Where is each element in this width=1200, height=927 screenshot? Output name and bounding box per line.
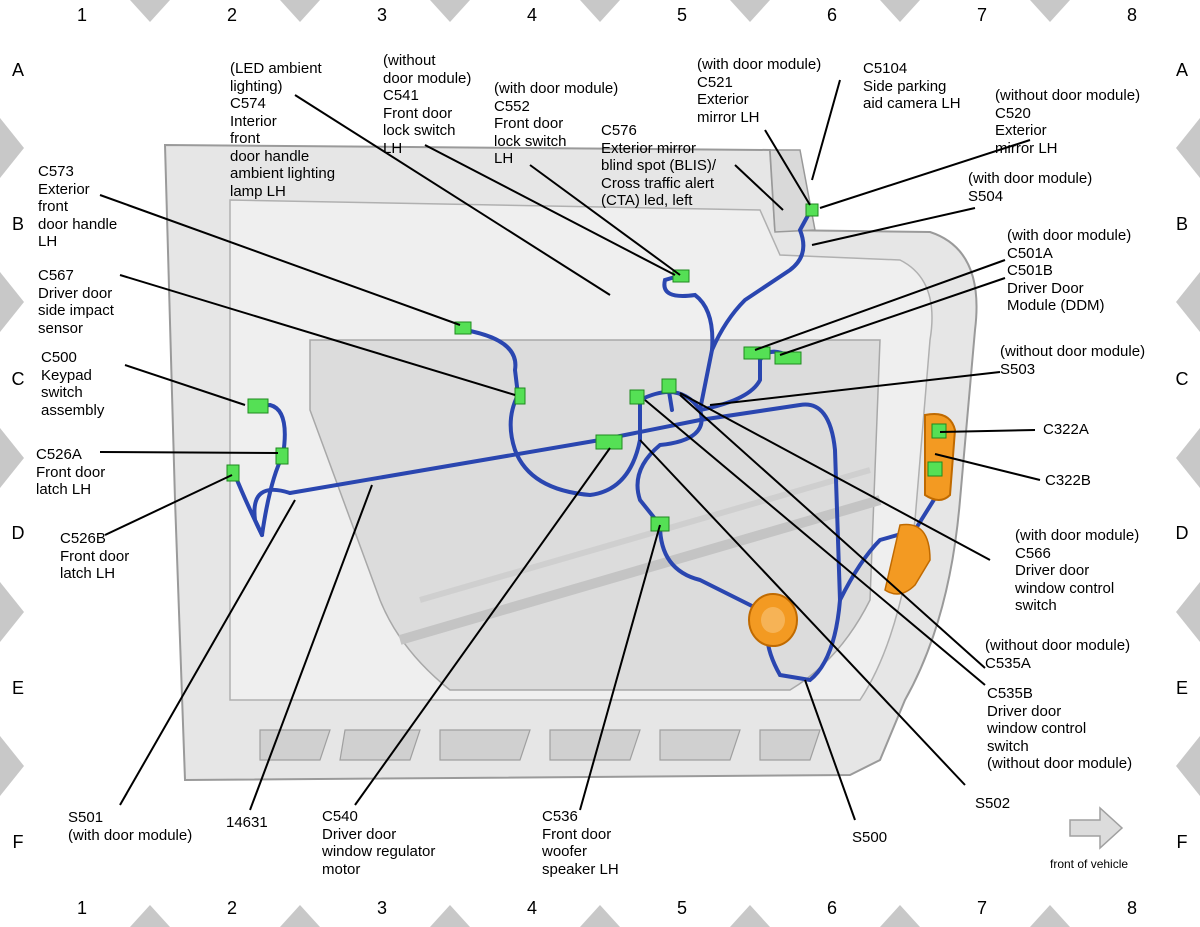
grid-col-label: 6 [826, 5, 837, 25]
grid-col-label: 4 [526, 5, 537, 25]
callout-c501: (with door module) C501A C501B Driver Do… [1007, 227, 1132, 314]
grid-col-label: 1 [76, 898, 87, 918]
front-of-vehicle-label: front of vehicle [1050, 857, 1129, 871]
callout-c576: C576 Exterior mirror blind spot (BLIS)/ … [601, 122, 717, 209]
callout-c526a: C526A Front door latch LH [36, 446, 106, 498]
grid-row-label: E [1175, 678, 1188, 698]
grid-col-label: 5 [676, 5, 687, 25]
callout-s500: S500 [852, 829, 888, 846]
grid-row-label: A [1175, 60, 1188, 80]
grid-row-label: B [1175, 214, 1188, 234]
door-panel [163, 143, 978, 782]
grid-col-label: 4 [526, 898, 537, 918]
callout-c552: (with door module) C552 Front door lock … [494, 80, 619, 167]
grid-col-label: 8 [1126, 5, 1137, 25]
callout-14631: 14631 [226, 814, 268, 831]
front-of-vehicle-arrow-icon [1069, 806, 1124, 850]
grid-row-label: D [11, 523, 25, 543]
grid-row-label: F [1176, 832, 1188, 852]
callout-c5104: C5104 Side parking aid camera LH [863, 60, 961, 112]
grid-col-label: 7 [976, 898, 987, 918]
callout-c500: C500 Keypad switch assembly [41, 349, 105, 419]
callout-c541: (without door module) C541 Front door lo… [383, 52, 472, 157]
grid-col-label: 2 [226, 5, 237, 25]
callout-s504: (with door module) S504 [968, 170, 1093, 205]
callout-c535a: (without door module) C535A [985, 637, 1131, 672]
callout-s501: S501 (with door module) [68, 809, 193, 844]
callout-s503: (without door module) S503 [1000, 343, 1146, 378]
grid-col-label: 5 [676, 898, 687, 918]
grid-row-label: B [11, 214, 24, 234]
grid-row-label: F [12, 832, 24, 852]
callout-c526b: C526B Front door latch LH [60, 530, 130, 582]
grid-col-label: 8 [1126, 898, 1137, 918]
callout-c540: C540 Driver door window regulator motor [322, 808, 436, 878]
grid-col-label: 7 [976, 5, 987, 25]
callout-c535b: C535B Driver door window control switch … [987, 685, 1133, 772]
grid-col-label: 6 [826, 898, 837, 918]
callout-s502: S502 [975, 795, 1011, 812]
callout-c574: (LED ambient lighting) C574 Interior fro… [230, 60, 336, 200]
grid-row-label: A [11, 60, 24, 80]
grid-row-label: D [1175, 523, 1189, 543]
grid-row-label: C [1175, 369, 1189, 389]
grid-row-label: E [11, 678, 24, 698]
grid-col-label: 3 [376, 898, 387, 918]
leader-lines [99, 79, 1041, 821]
callout-c536: C536 Front door woofer speaker LH [542, 808, 619, 878]
callout-c520: (without door module) C520 Exterior mirr… [995, 87, 1141, 157]
callout-c322b: C322B [1045, 472, 1091, 489]
grid-row-label: C [11, 369, 25, 389]
grid-col-label: 2 [226, 898, 237, 918]
grid-col-label: 1 [76, 5, 87, 25]
grid-col-label: 3 [376, 5, 387, 25]
callout-c567: C567 Driver door side impact sensor [38, 267, 114, 337]
callout-c566: (with door module) C566 Driver door wind… [1015, 527, 1140, 614]
callout-c521: (with door module) C521 Exterior mirror … [697, 56, 822, 126]
connectors [226, 203, 947, 532]
callout-c573: C573 Exterior front door handle LH [38, 163, 118, 250]
callout-c322a: C322A [1043, 421, 1089, 438]
